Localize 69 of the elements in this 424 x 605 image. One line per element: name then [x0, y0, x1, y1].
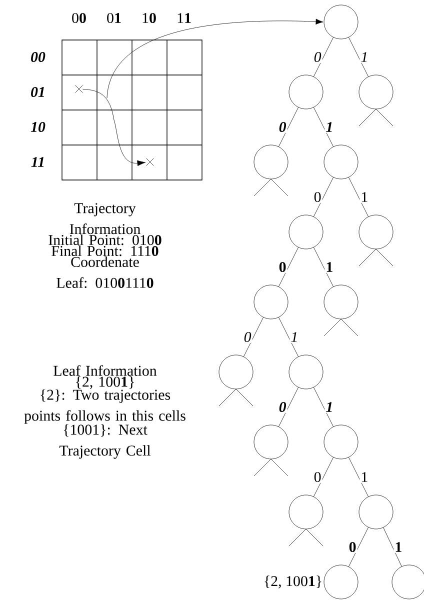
info-text: {2, 1001} [76, 376, 134, 389]
tree-edge [383, 527, 402, 567]
edge-label: 1 [324, 261, 334, 273]
tree-node-circle [288, 354, 324, 390]
edge-label: 0 [242, 330, 252, 344]
column-label: 01 [107, 12, 121, 24]
column-label: 11 [178, 13, 191, 23]
edge-label: 1 [394, 541, 404, 553]
edge-label: 0 [312, 50, 322, 64]
tree-edge [348, 177, 368, 217]
tree-edge [278, 317, 298, 357]
tree-node-circle [358, 494, 394, 530]
info-text: Initial Point: 0100 [48, 234, 162, 246]
row-label: 11 [31, 157, 44, 167]
edge-label: 0 [312, 470, 322, 484]
tree-edge [244, 317, 264, 357]
info-text: {1001}: Next Trajectory Cell [59, 424, 150, 459]
edge-label: 1 [324, 401, 334, 413]
info-text: Trajectory Information [70, 203, 140, 234]
info-text: Final Point: 1110 [52, 246, 158, 256]
tree-node-circle [324, 144, 358, 180]
tree-node-circle [288, 494, 324, 530]
tree-node-circle [254, 144, 288, 180]
tree-edge [314, 457, 334, 497]
arrow [106, 18, 324, 98]
edge-label: 0 [278, 120, 288, 134]
tree-edge [278, 387, 298, 427]
row-label: 01 [31, 86, 44, 98]
node-caption: {2, 1001} [264, 576, 322, 588]
edge-label: 1 [360, 471, 370, 483]
trajectory-point-cross [75, 85, 83, 93]
row-label: 10 [30, 122, 46, 132]
tree-edge [348, 37, 368, 77]
info-text: {2}: Two trajectories points follows in this cells [24, 389, 186, 424]
tree-node-circle [324, 424, 358, 460]
tree-node-circle [358, 214, 394, 250]
info-text: Coordenate Leaf: 01001110 [56, 256, 154, 288]
tree-edge [314, 37, 334, 77]
edge-label: 0 [312, 190, 322, 204]
trajectory-point-cross [146, 158, 154, 166]
tree-edge [314, 247, 334, 287]
tree-edge [278, 247, 298, 287]
tree-node-circle [324, 564, 358, 600]
edge-label: 0 [278, 400, 288, 414]
tree-edge [314, 387, 334, 427]
tree-edge [348, 457, 368, 497]
tree-edge [278, 107, 298, 147]
tree-edge [314, 107, 334, 147]
tree-node-circle [288, 74, 324, 110]
info-text: Leaf Information [54, 365, 157, 376]
edge-label: 1 [360, 51, 370, 63]
row-label: 00 [31, 52, 46, 62]
tree-node-circle [218, 354, 254, 390]
tree-node-circle [324, 284, 358, 320]
trajectory-arrow [82, 88, 146, 166]
tree-edge [314, 177, 334, 217]
tree-node-circle [324, 4, 358, 40]
tree-node-circle [358, 74, 394, 110]
edge-label: 1 [360, 191, 370, 203]
tree-node-circle [254, 284, 288, 320]
edge-label: 1 [324, 121, 334, 133]
tree-edge [348, 527, 368, 567]
column-label: 10 [142, 12, 156, 24]
tree-node-circle [288, 214, 324, 250]
tree-node-circle [254, 424, 288, 460]
edge-label: 0 [278, 260, 288, 274]
edge-label: 0 [348, 540, 358, 554]
edge-label: 1 [290, 331, 300, 343]
column-label: 00 [72, 12, 86, 24]
